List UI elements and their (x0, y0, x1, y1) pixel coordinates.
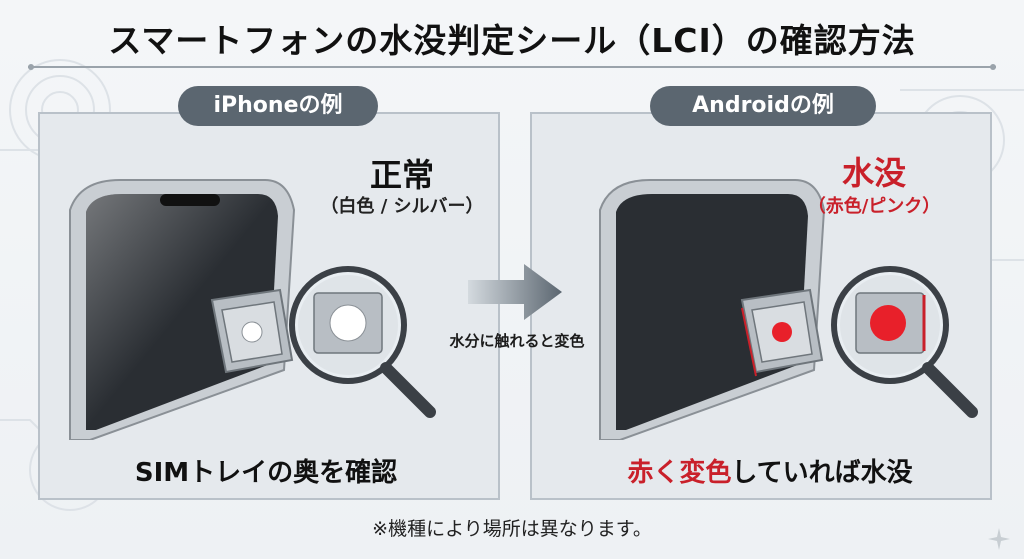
title-divider (28, 64, 996, 70)
water-damage-status-title: 水没 (841, 154, 906, 192)
android-caption: 赤く変色していれば水没 (560, 452, 980, 489)
transition-arrow-icon (468, 264, 562, 320)
iphone-illustration (69, 179, 436, 440)
footnote: ※機種により場所は異なります。 (372, 518, 652, 540)
water-damage-status-subtitle: （赤色/ピンク） (807, 196, 941, 217)
normal-status-title: 正常 (369, 156, 434, 194)
arrow-label: 水分に触れると変色 (449, 332, 585, 350)
page-title: スマートフォンの水没判定シール（LCI）の確認方法 (108, 21, 916, 60)
iphone-caption: SIMトレイの奥を確認 (134, 458, 398, 488)
divider-dot (28, 64, 34, 70)
normal-status-subtitle: （白色 / シルバー） (320, 196, 484, 217)
sparkle-icon (988, 528, 1010, 550)
divider-dot (990, 64, 996, 70)
caption-rest: していれば水没 (731, 458, 913, 488)
caption-highlight: 赤く変色 (627, 458, 732, 488)
android-illustration (599, 179, 978, 440)
iphone-label-pill: iPhoneの例 (178, 86, 378, 126)
android-label-pill: Androidの例 (650, 86, 876, 126)
